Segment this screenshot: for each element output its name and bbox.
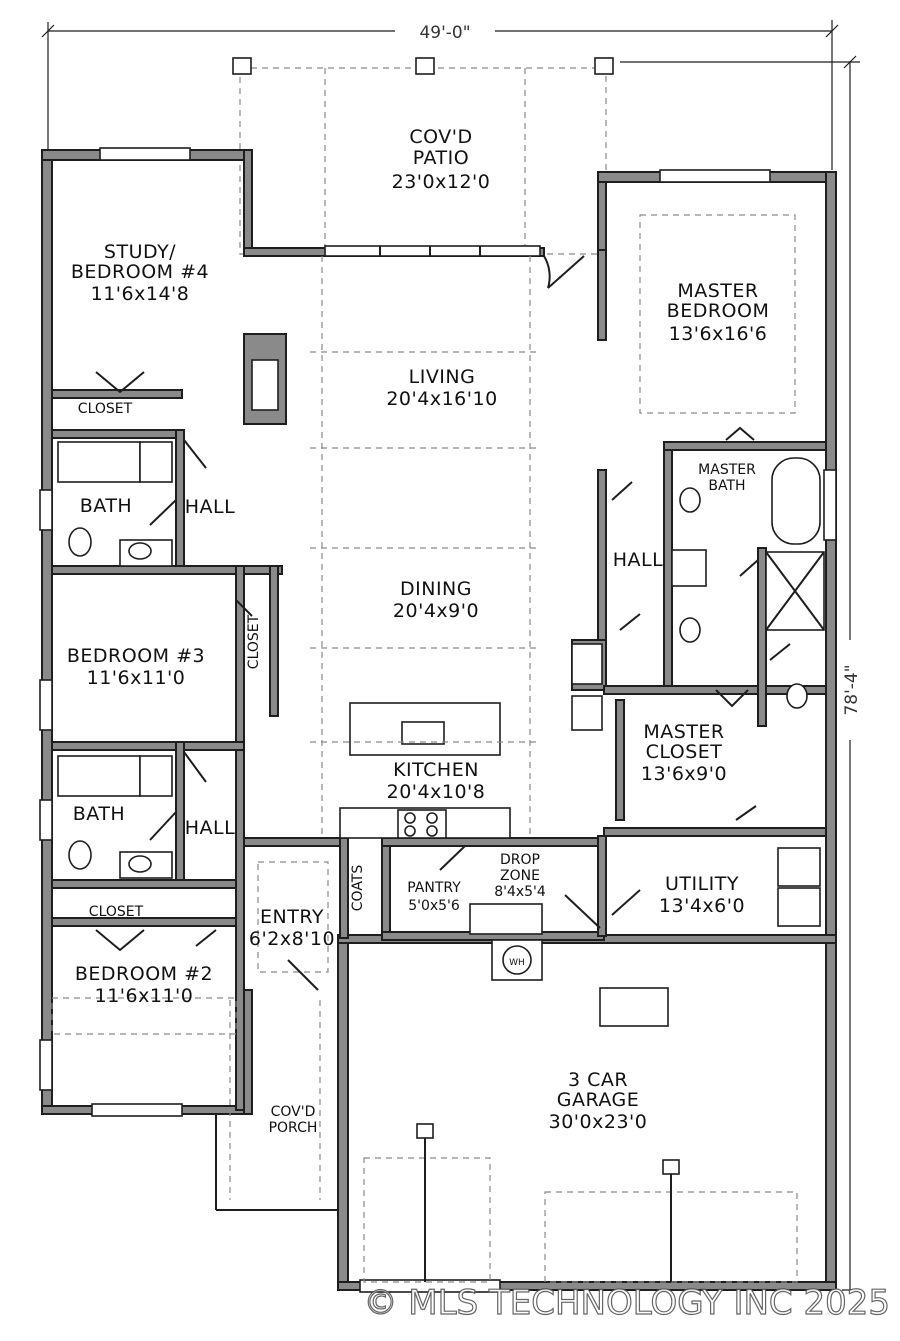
- porch-title-2: PORCH: [269, 1120, 318, 1136]
- depth-label: 78'-4": [842, 664, 862, 715]
- closet-b2-label: CLOSET: [89, 904, 144, 920]
- master-closet-title-1: MASTER: [643, 721, 724, 743]
- garage-title-1: 3 CAR: [568, 1069, 628, 1091]
- hall-right-label: HALL: [613, 549, 663, 571]
- closet-b3-label: CLOSET: [246, 614, 262, 669]
- bedroom2-size: 11'6x11'0: [95, 985, 194, 1007]
- kitchen-size: 20'4x10'8: [387, 781, 486, 803]
- water-heater-label: WH: [509, 958, 525, 968]
- width-dimension: 49'-0": [41, 20, 839, 170]
- hall-lower-label: HALL: [185, 817, 235, 839]
- width-label: 49'-0": [419, 23, 470, 43]
- pantry-title: PANTRY: [407, 880, 461, 896]
- dining-size: 20'4x9'0: [393, 600, 479, 622]
- living-size: 20'4x16'10: [386, 388, 497, 410]
- master-closet-size: 13'6x9'0: [641, 763, 727, 785]
- bedroom2-title: BEDROOM #2: [75, 963, 213, 985]
- entry-title: ENTRY: [260, 906, 324, 928]
- closet-study-label: CLOSET: [78, 401, 133, 417]
- dining-title: DINING: [400, 578, 472, 600]
- master-closet-title-2: CLOSET: [646, 741, 723, 763]
- drop-zone-title-1: DROP: [500, 852, 540, 868]
- study-size: 11'6x14'8: [91, 283, 190, 305]
- patio-title-2: PATIO: [413, 147, 469, 169]
- master-bath-title-1: MASTER: [698, 462, 756, 478]
- drop-zone-size: 8'4x5'4: [494, 884, 546, 900]
- entry-size: 6'2x8'10: [249, 928, 335, 950]
- master-bedroom-size: 13'6x16'6: [669, 323, 768, 345]
- pantry-size: 5'0x5'6: [408, 898, 460, 914]
- porch-outline: [215, 1000, 680, 1282]
- bedroom3-size: 11'6x11'0: [87, 667, 186, 689]
- drop-zone-title-2: ZONE: [500, 868, 540, 884]
- utility-size: 13'4x6'0: [659, 895, 745, 917]
- master-bath-title-2: BATH: [708, 478, 745, 494]
- master-bedroom-title-2: BEDROOM: [667, 300, 770, 322]
- fixtures: WH: [57, 441, 825, 1027]
- bedroom3-title: BEDROOM #3: [67, 645, 205, 667]
- bath-lower-label: BATH: [73, 803, 125, 825]
- study-title-1: STUDY/: [104, 241, 176, 263]
- living-title: LIVING: [409, 366, 476, 388]
- windows: [39, 147, 837, 1293]
- patio-title-1: COV'D: [409, 126, 472, 148]
- door-swings: [95, 255, 791, 991]
- room-labels: COV'D PATIO 23'0x12'0 STUDY/ BEDROOM #4 …: [67, 126, 769, 1136]
- utility-title: UTILITY: [665, 873, 739, 895]
- hall-upper-label: HALL: [185, 496, 235, 518]
- depth-dimension: 78'-4": [620, 55, 862, 1291]
- patio-size: 23'0x12'0: [392, 171, 491, 193]
- garage-size: 30'0x23'0: [549, 1111, 648, 1133]
- bath-upper-label: BATH: [80, 495, 132, 517]
- porch-title-1: COV'D: [271, 1104, 316, 1120]
- coats-label: COATS: [350, 865, 366, 912]
- patio-structure: [232, 57, 614, 255]
- kitchen-title: KITCHEN: [393, 759, 479, 781]
- study-title-2: BEDROOM #4: [71, 261, 209, 283]
- watermark: © MLS TECHNOLOGY INC 2025: [364, 1283, 891, 1323]
- garage-title-2: GARAGE: [557, 1089, 640, 1111]
- master-bedroom-title-1: MASTER: [677, 280, 758, 302]
